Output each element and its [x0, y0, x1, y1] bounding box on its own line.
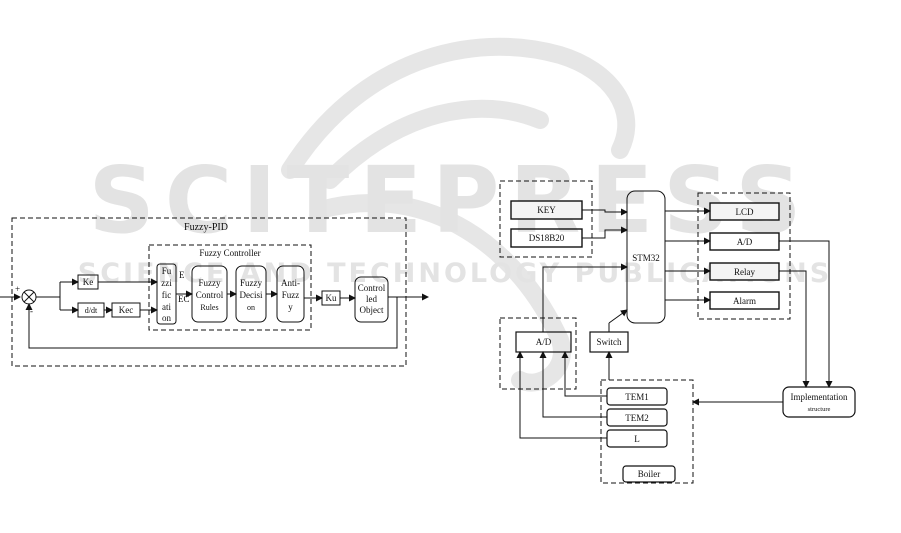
ke-label: Ke	[83, 277, 94, 287]
l-label: L	[634, 434, 640, 444]
ec-signal-label: EC	[178, 294, 190, 304]
antifuzzy-line-2: Fuzz	[282, 290, 300, 300]
object-line-2: led	[366, 294, 377, 304]
fuzzification-line-2: zzi	[161, 278, 172, 288]
fuzzification-line-3: fic	[162, 290, 172, 300]
antifuzzy-line-1: Anti-	[281, 278, 300, 288]
ad-input-label: A/D	[536, 337, 552, 347]
rules-line-1: Fuzzy	[199, 278, 221, 288]
rules-line-2: Control	[196, 290, 224, 300]
e-signal-label: E	[179, 270, 185, 280]
sum-minus-sign: -	[30, 306, 33, 316]
fuzzy-pid-title: Fuzzy-PID	[184, 222, 228, 233]
decision-line-3: on	[247, 303, 255, 312]
decision-line-1: Fuzzy	[240, 278, 262, 288]
tem2-label: TEM2	[625, 413, 649, 423]
stm32-label: STM32	[632, 253, 660, 263]
ds18b20-label: DS18B20	[529, 233, 565, 243]
lcd-label: LCD	[736, 207, 755, 217]
ku-label: Ku	[326, 293, 337, 303]
implementation-label: Implementation	[791, 392, 848, 402]
fuzzification-line-5: on	[162, 313, 172, 323]
rules-line-3: Rules	[200, 303, 218, 312]
ad-output-label: A/D	[737, 237, 753, 247]
boiler-label: Boiler	[638, 469, 661, 479]
fuzzification-line-4: ati	[162, 302, 171, 312]
tem1-label: TEM1	[625, 392, 649, 402]
fuzzification-line-1: Fu	[162, 266, 172, 276]
ddt-label: d/dt	[85, 306, 98, 315]
fuzzy-controller-title: Fuzzy Controller	[199, 248, 260, 258]
structure-label: structure	[808, 406, 831, 413]
relay-label: Relay	[734, 267, 755, 277]
watermark-main-text: SCITEPRESS	[88, 147, 811, 254]
switch-label: Switch	[596, 337, 622, 347]
object-line-3: Object	[360, 305, 384, 315]
key-label: KEY	[537, 205, 556, 215]
kec-label: Kec	[119, 305, 134, 315]
antifuzzy-line-3: y	[288, 302, 293, 312]
object-line-1: Control	[358, 283, 386, 293]
decision-line-2: Decisi	[240, 290, 263, 300]
alarm-label: Alarm	[733, 296, 756, 306]
sum-plus-sign: +	[15, 284, 20, 294]
